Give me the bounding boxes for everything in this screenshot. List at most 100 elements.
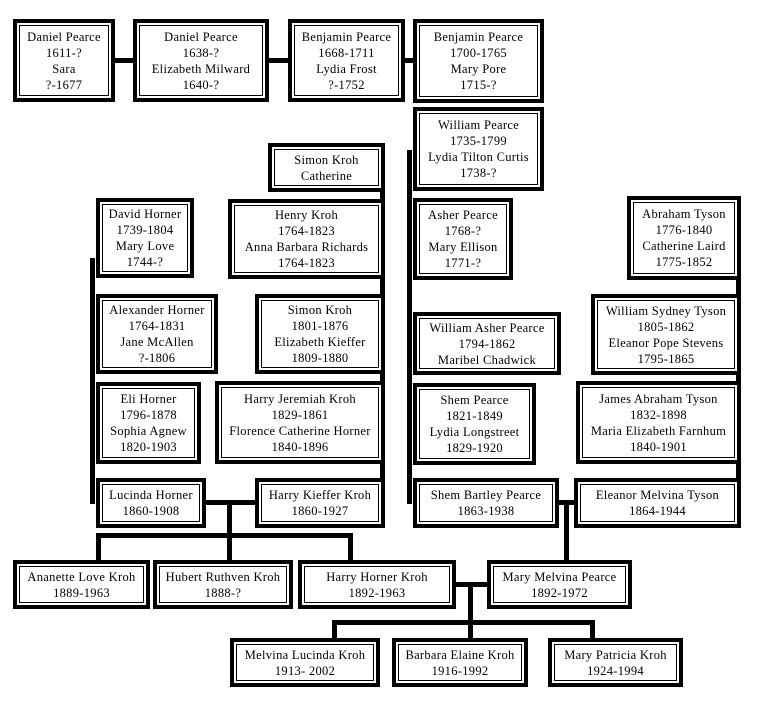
person-name: Abraham Tyson bbox=[642, 207, 726, 221]
person-name: William Asher Pearce bbox=[429, 320, 545, 335]
person-detail: 1738-? bbox=[460, 166, 497, 180]
person-name: Mary Patricia Kroh bbox=[564, 647, 667, 662]
person-detail: Maribel Chadwick bbox=[437, 352, 537, 367]
person-name: James Abraham Tyson bbox=[599, 391, 718, 406]
person-name: Hubert Ruthven Kroh bbox=[165, 569, 281, 584]
person-detail: 1715-? bbox=[460, 78, 497, 92]
connector-gen1-link-2 bbox=[268, 58, 289, 63]
person-name: William Sydney Tyson bbox=[605, 303, 727, 318]
person-detail: Lydia Longstreet bbox=[429, 425, 520, 439]
person-detail: 1771-? bbox=[444, 256, 482, 270]
person-detail: Eleanor Pope Stevens bbox=[608, 335, 724, 350]
person-detail: Elizabeth Kieffer bbox=[274, 335, 366, 349]
connector-kroh2-child-stub-left bbox=[332, 620, 337, 639]
person-detail: 1916-1992 bbox=[431, 663, 489, 678]
person-detail: 1801-1876 bbox=[291, 319, 349, 333]
person-detail: 1611-? bbox=[45, 45, 83, 60]
person-name: Eleanor Melvina Tyson bbox=[595, 488, 720, 502]
person-detail: 1820-1903 bbox=[120, 440, 177, 454]
person-detail: Anna Barbara Richards bbox=[244, 240, 369, 254]
person-name: Ananette Love Kroh bbox=[27, 569, 136, 584]
person-detail: Maria Elizabeth Farnhum bbox=[590, 423, 727, 438]
person-detail: 1794-1862 bbox=[458, 336, 516, 351]
connector-gen1-link-3 bbox=[404, 58, 414, 63]
person-name: Mary Melvina Pearce bbox=[502, 569, 617, 584]
person-name: Alexander Horner bbox=[109, 303, 205, 317]
person-detail: 1860-1927 bbox=[291, 504, 349, 518]
connector-kroh2-children-rail bbox=[332, 620, 595, 625]
person-detail: 1924-1994 bbox=[587, 663, 644, 678]
person-detail: Sara bbox=[52, 61, 76, 76]
person-name: Eli Horner bbox=[120, 392, 177, 406]
person-name: Asher Pearce bbox=[428, 208, 498, 222]
person-detail: 1913- 2002 bbox=[274, 663, 336, 678]
person-box-eleanor-melvina-tyson[interactable]: Eleanor Melvina Tyson 1864-1944 bbox=[574, 478, 741, 528]
connector-kroh-children-rail bbox=[96, 533, 353, 538]
person-detail: 1892-1972 bbox=[531, 585, 588, 600]
person-detail: 1668-1711 bbox=[318, 45, 375, 60]
person-detail: 1640-? bbox=[182, 77, 220, 92]
connector-kroh-pearce-drop bbox=[468, 582, 473, 639]
person-detail: 1864-1944 bbox=[629, 504, 686, 518]
person-name: Barbara Elaine Kroh bbox=[405, 647, 515, 662]
person-detail: Mary Ellison bbox=[428, 240, 498, 254]
person-name: Shem Bartley Pearce bbox=[430, 488, 542, 502]
person-detail: ?-1752 bbox=[328, 77, 365, 92]
person-detail: 1735-1799 bbox=[450, 134, 507, 148]
connector-horner-kroh-drop bbox=[227, 500, 232, 560]
person-detail: Florence Catherine Horner bbox=[229, 423, 371, 438]
person-detail: Mary Pore bbox=[450, 62, 507, 76]
person-detail: 1888-? bbox=[204, 585, 242, 600]
person-detail: 1840-1901 bbox=[630, 439, 687, 454]
person-name: Henry Kroh bbox=[274, 208, 339, 222]
person-detail: Jane McAllen bbox=[120, 335, 194, 349]
person-detail: Mary Love bbox=[115, 239, 175, 253]
person-detail: 1776-1840 bbox=[655, 223, 713, 237]
person-detail: Catherine Laird bbox=[642, 239, 726, 253]
person-detail: 1840-1896 bbox=[271, 439, 329, 454]
